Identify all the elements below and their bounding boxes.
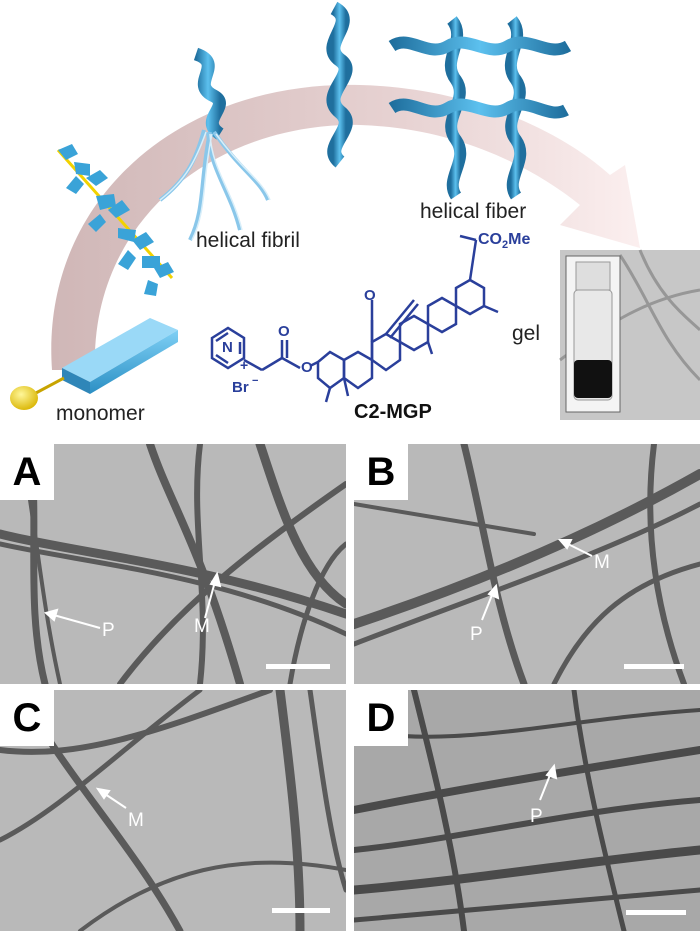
c2-mgp-atom-labels: N + Br − O O O CO2Me [222,231,530,396]
helical-fibril-icon [158,47,271,241]
bromide-label: Br [232,379,249,396]
c2-mgp-structure [210,234,499,403]
tem-image-c: M [0,690,346,931]
tem-panel-a: P M A [0,444,346,684]
tem-panel-c: M C [0,690,346,931]
co2me-label: CO2Me [478,231,530,251]
panel-label-a: A [0,444,54,500]
ester-o-label: O [301,359,313,376]
panel-label-b: B [354,444,408,500]
helical-fiber-network-icon [388,16,572,200]
tem-image-b: M P [354,444,700,684]
monomer-icon [10,318,178,410]
annotation-m-a: M [194,616,210,637]
scale-bar-a [266,664,330,669]
compound-name: C2-MGP [354,401,432,423]
pyridinium-n-label: N [222,339,233,356]
ketone-o-label: O [364,287,376,304]
scale-bar-d [626,910,686,915]
panel-label-d: D [354,690,408,746]
annotation-p-a: P [102,620,115,641]
plus-charge-label: + [240,357,248,373]
annotation-m-b: M [594,552,610,573]
bromide-charge-label: − [252,375,258,387]
panel-label-c: C [0,690,54,746]
helical-fiber-label: helical fiber [420,200,526,223]
gel-photo [559,249,700,420]
monomer-helix-icon [56,144,174,296]
scale-bar-b [624,664,684,669]
monomer-label: monomer [56,402,145,425]
annotation-p-b: P [470,624,483,645]
tem-panel-d: P D [354,690,700,931]
helical-fibril-label: helical fibril [196,229,300,252]
tem-panel-b: M P B [354,444,700,684]
carbonyl-o-label: O [278,323,290,340]
assembly-arrow [51,84,641,370]
helical-ribbon-icon [326,1,353,168]
annotation-m-c: M [128,810,144,831]
gel-label: gel [512,322,540,345]
annotation-p-d: P [530,806,543,827]
tem-image-d: P [354,690,700,931]
scale-bar-c [272,908,330,913]
self-assembly-scheme: monomer helical fibril [10,1,700,425]
